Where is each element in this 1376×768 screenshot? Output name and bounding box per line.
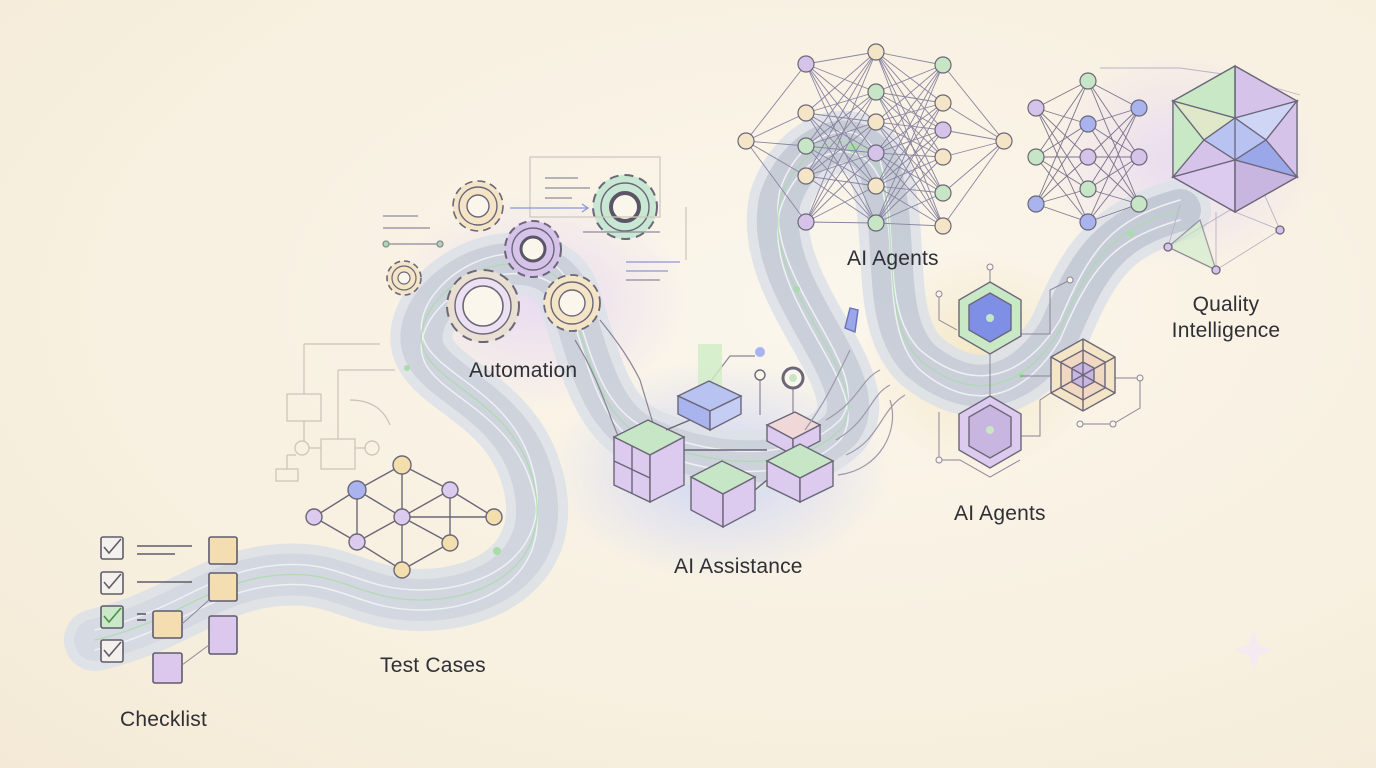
network-node xyxy=(1027,195,1045,213)
network-node xyxy=(867,144,885,162)
network-node xyxy=(737,132,755,150)
network-node xyxy=(867,43,885,61)
stage-label-quality-line1: Quality xyxy=(1192,293,1260,316)
network-node xyxy=(797,55,815,73)
hexagon-icon xyxy=(844,263,1144,478)
network-node xyxy=(934,121,952,139)
network-node xyxy=(995,132,1013,150)
network-node xyxy=(934,56,952,74)
stage-label-ai-assistance: AI Assistance xyxy=(674,555,803,578)
network-node xyxy=(934,184,952,202)
sparkle-icon xyxy=(1234,630,1274,670)
network-node xyxy=(1079,115,1097,133)
stage-label-test-cases: Test Cases xyxy=(380,654,486,677)
polyhedron-icon xyxy=(1100,64,1301,275)
automation-document-lines xyxy=(382,156,687,281)
network-node xyxy=(1079,213,1097,231)
checklist-icons xyxy=(100,536,238,684)
network-node xyxy=(1027,99,1045,117)
network-node xyxy=(1079,180,1097,198)
flowchart-sketch xyxy=(275,343,395,482)
test-case-network xyxy=(305,455,503,579)
stage-label-quality-intelligence: Quality Intelligence xyxy=(1156,292,1296,344)
network-node xyxy=(867,214,885,232)
network-node xyxy=(797,104,815,122)
stage-label-ai-agents-lower: AI Agents xyxy=(954,502,1046,525)
network-node xyxy=(797,167,815,185)
stage-label-quality-line2: Intelligence xyxy=(1171,319,1281,342)
network-node xyxy=(934,94,952,112)
stage-label-automation: Automation xyxy=(469,359,578,382)
network-node xyxy=(867,113,885,131)
cube-icon xyxy=(612,344,835,529)
network-node xyxy=(1079,148,1097,166)
network-node xyxy=(1130,148,1148,166)
stage-label-checklist: Checklist xyxy=(120,708,207,731)
quality-network xyxy=(1027,72,1148,231)
network-node xyxy=(867,83,885,101)
network-node xyxy=(1130,195,1148,213)
stage-label-ai-agents-upper: AI Agents xyxy=(847,247,939,270)
neural-network-upper xyxy=(737,43,1013,235)
gear-icon xyxy=(386,174,658,343)
network-node xyxy=(934,217,952,235)
network-node xyxy=(1079,72,1097,90)
network-node xyxy=(934,148,952,166)
network-node xyxy=(797,137,815,155)
network-node xyxy=(1027,148,1045,166)
network-node xyxy=(797,213,815,231)
network-node xyxy=(1130,99,1148,117)
network-node xyxy=(867,177,885,195)
